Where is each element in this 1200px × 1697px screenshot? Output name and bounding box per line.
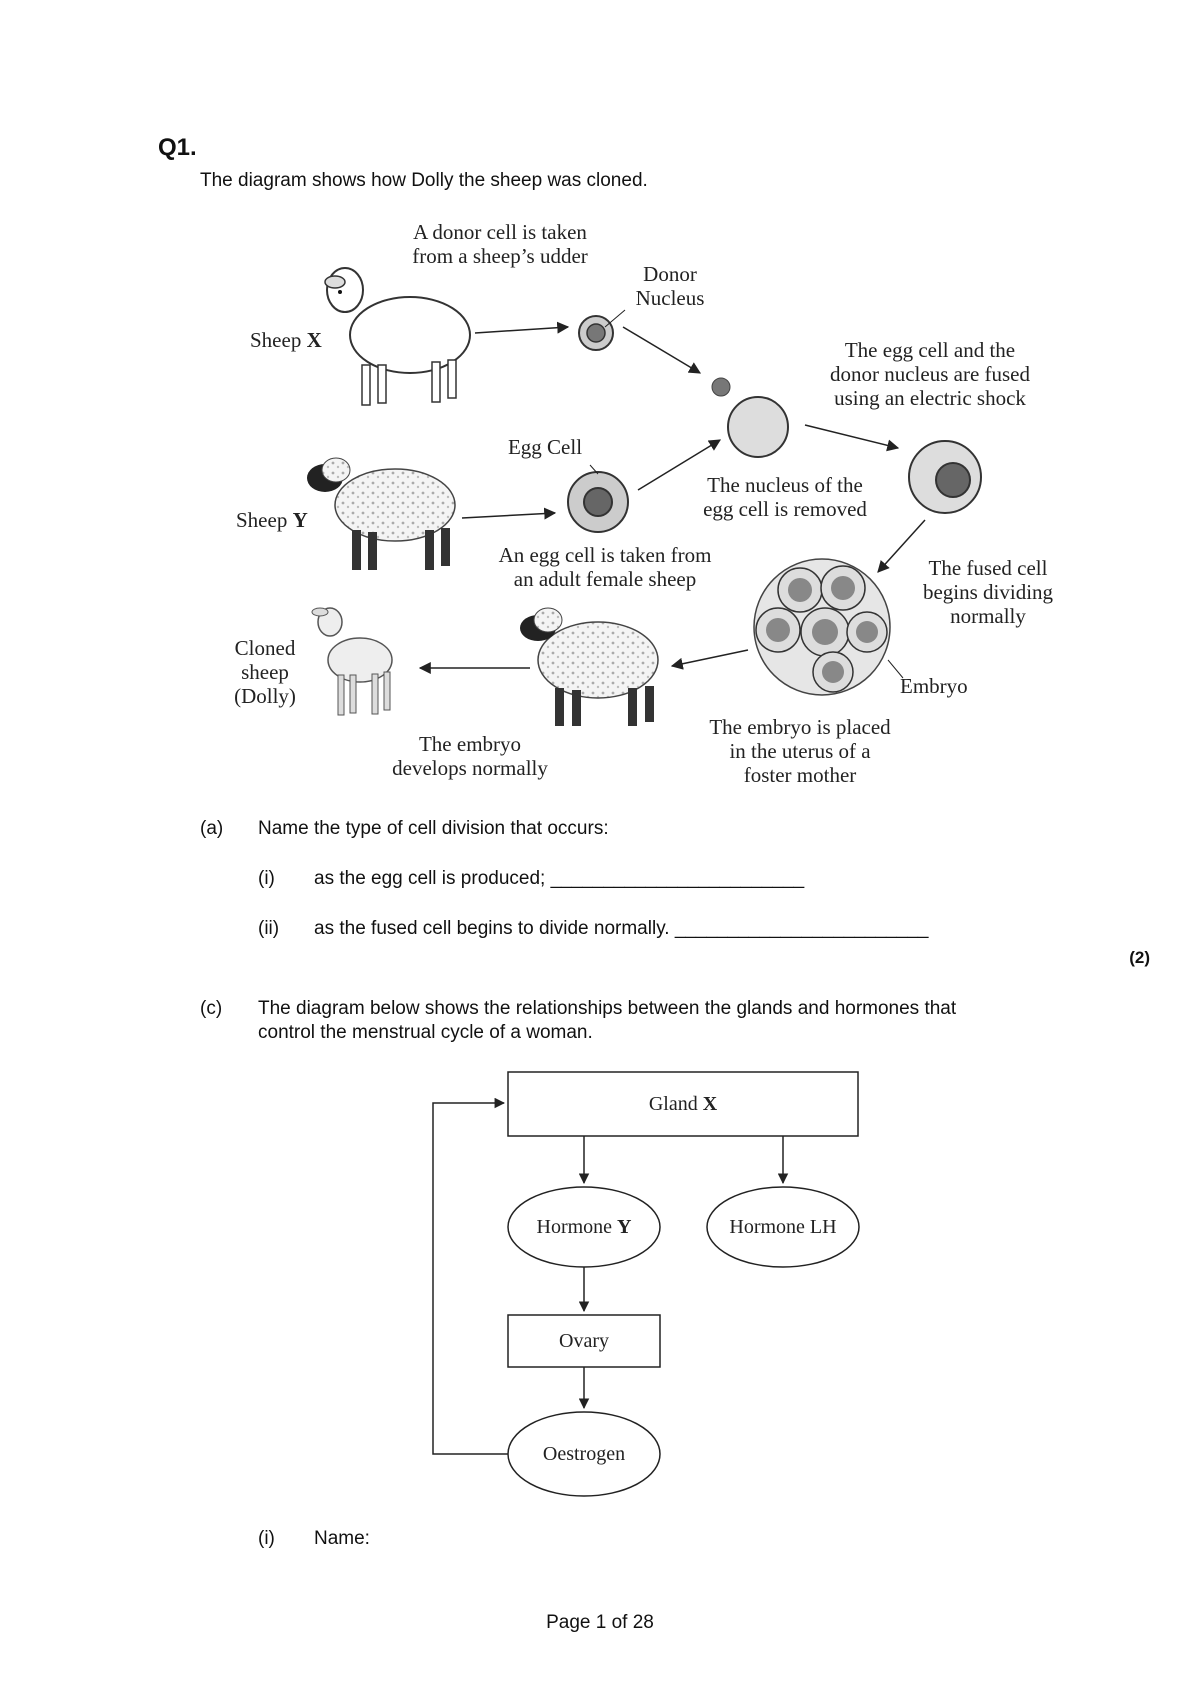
dividing-label: The fused cell begins dividing normally [898,556,1078,628]
gland-x-label: Gland X [508,1092,858,1116]
sheep-y-letter: Y [292,508,308,532]
feedback-arrow [432,1097,508,1455]
removed-nucleus [711,377,731,397]
develops-label: The embryo develops normally [365,732,575,780]
develops-label-line: develops normally [392,756,548,780]
cloned-sheep-label: Cloned sheep (Dolly) [215,636,315,708]
cloned-label-line: sheep [241,660,289,684]
placed-label-line: in the uterus of a [729,739,871,763]
donor-cell-label: A donor cell is taken from a sheep’s udd… [380,220,620,268]
hormone-y-word: Hormone [536,1216,618,1238]
fused-label: The egg cell and the donor nucleus are f… [800,338,1060,410]
marks-label: (2) [1129,948,1150,967]
fused-label-line: using an electric shock [834,386,1026,410]
egg-cell-label: Egg Cell [507,435,583,459]
part-c-text-line1: The diagram below shows the relationship… [258,998,957,1019]
arrow-sheep-y-to-egg [461,507,557,520]
gland-x-box [507,1071,859,1137]
nucleus-removed-label-line: egg cell is removed [703,497,867,521]
hormone-lh-label: Hormone LH [729,1216,837,1238]
donor-nucleus-pointer [604,309,626,328]
placed-label: The embryo is placed in the uterus of a … [680,715,920,787]
fused-label-line: The egg cell and the [844,338,1016,362]
cloned-label-line: (Dolly) [234,684,296,708]
donor-nucleus-label-line: Donor [643,262,697,286]
egg-taken-label-line: An egg cell is taken from [498,543,712,567]
develops-label-line: The embryo [418,732,522,756]
part-a-ii-num: (ii) [258,918,280,939]
part-a-i-num: (i) [258,868,275,889]
arrow-to-fused [804,424,900,452]
part-a-i-text: as the egg cell is produced; ___________… [314,868,805,889]
arrow-donor-to-fusion [622,326,702,374]
placed-label-line: foster mother [743,763,857,787]
fused-label-line: donor nucleus are fused [829,362,1030,386]
ovary-label: Ovary [559,1330,609,1352]
oestrogen-label: Oestrogen [542,1443,626,1465]
placed-label-line: The embryo is placed [709,715,891,739]
sheep-x-illustration [324,267,471,406]
sheep-y-word: Sheep [236,508,288,532]
part-c-i-text: Name: [314,1528,370,1549]
egg-taken-label-line: an adult female sheep [513,567,697,591]
part-c-i-num: (i) [258,1528,275,1549]
donor-nucleus-label: Donor Nucleus [615,262,725,310]
nucleus-removed-label-line: The nucleus of the [707,473,863,497]
part-a-label: (a) [200,818,224,839]
donor-cell-label-line: A donor cell is taken [413,220,587,244]
dividing-label-line: normally [950,604,1026,628]
dividing-label-line: begins dividing [922,580,1054,604]
hormone-y-label: Hormone Y [508,1215,660,1239]
enucleated-egg-cell [727,396,789,458]
gland-x-letter: X [702,1093,718,1115]
part-a-ii-text: as the fused cell begins to divide norma… [314,918,929,939]
arrow-egg-to-enucleated [637,439,722,491]
arrow-embryo-to-foster [670,649,749,670]
hormone-y-letter: Y [617,1216,632,1238]
nucleus-removed-label: The nucleus of the egg cell is removed [675,473,895,521]
cloned-label-line: Cloned [234,636,296,660]
embryo-label: Embryo [900,674,968,698]
dividing-label-line: The fused cell [928,556,1048,580]
donor-cell-label-line: from a sheep’s udder [412,244,588,268]
gland-x-word: Gland [648,1093,703,1115]
arrow-sheep-x-to-donor [474,321,570,334]
sheep-x-word: Sheep [250,328,302,352]
donor-nucleus-label-line: Nucleus [635,286,705,310]
sheep-x-letter: X [306,328,322,352]
sheep-x-label: Sheep X [250,328,350,352]
arrow-fused-to-embryo [877,519,926,573]
cloning-diagram [307,267,982,726]
egg-cell-pointer [589,464,599,475]
embryo-pointer [887,659,904,679]
egg-taken-label: An egg cell is taken from an adult femal… [465,543,745,591]
embryo-cluster [753,558,891,696]
page-footer: Page 1 of 28 [546,1612,654,1633]
hormone-lh-ellipse [706,1186,860,1268]
egg-cell-nucleus [583,487,613,517]
sheep-y-label: Sheep Y [236,508,336,532]
sheep-y-illustration [307,457,456,570]
part-c-text-line2: control the menstrual cycle of a woman. [258,1022,593,1043]
question-number: Q1. [158,134,197,161]
donor-nucleus [586,323,606,343]
part-c-label: (c) [200,998,223,1019]
part-a-text: Name the type of cell division that occu… [258,818,609,839]
foster-sheep-illustration [520,607,659,726]
dolly-lamb-illustration [311,607,393,716]
question-intro: The diagram shows how Dolly the sheep wa… [200,170,648,191]
fused-cell-nucleus [935,462,971,498]
